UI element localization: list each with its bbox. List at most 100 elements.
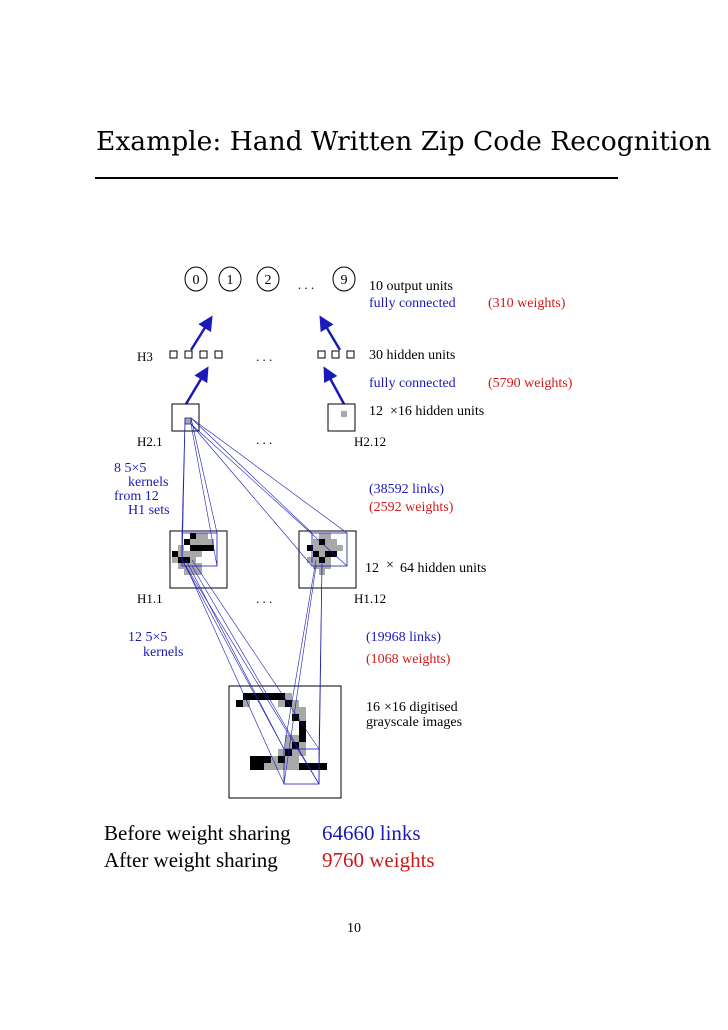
- h2-links: (38592 links): [369, 482, 445, 497]
- link-h112-input: [283, 565, 317, 785]
- pixel: [285, 735, 292, 742]
- output-unit-1-label: 1: [227, 273, 234, 288]
- pixel: [319, 551, 325, 557]
- pixel: [325, 539, 331, 545]
- h3-ellipsis: . . .: [256, 349, 273, 364]
- pixel: [306, 763, 313, 770]
- h3-unit: [169, 350, 178, 359]
- pixel: [243, 693, 250, 700]
- kernel-note-12-line1: 12 5×5: [128, 630, 168, 645]
- arrow-h2-to-h3-left: [184, 366, 209, 405]
- pixel: [313, 545, 319, 551]
- kernel-note-8-line1: 8 5×5: [114, 461, 147, 476]
- pixel: [299, 742, 306, 749]
- output-unit-9: [332, 266, 356, 292]
- pixel: [325, 533, 331, 539]
- pixel: [278, 763, 285, 770]
- link-h1-input: [181, 559, 285, 750]
- pixel: [331, 539, 337, 545]
- pixel: [257, 756, 264, 763]
- link-h1-input: [191, 565, 320, 785]
- pixel: [299, 763, 306, 770]
- h3-unit: [317, 350, 326, 359]
- pixel: [264, 756, 271, 763]
- hidden30-note: 30 hidden units: [369, 348, 456, 363]
- h2-1-cell: [184, 417, 192, 425]
- h1-1-box: [169, 530, 228, 589]
- pixel: [184, 569, 190, 575]
- pixel: [250, 763, 257, 770]
- output-unit-2-label: 2: [265, 273, 272, 288]
- input-a: 16: [366, 700, 380, 715]
- kernel-note-12-line2: kernels: [143, 645, 184, 660]
- pixel: [190, 545, 196, 551]
- output-unit-1: [218, 266, 242, 292]
- page-title: Example: Hand Written Zip Code Recogniti…: [96, 126, 712, 157]
- pixel: [307, 545, 313, 551]
- pixel: [278, 700, 285, 707]
- h3-unit: [214, 350, 223, 359]
- h3-unit: [184, 350, 193, 359]
- pixel: [299, 735, 306, 742]
- pixel: [172, 557, 178, 563]
- h2-1-box: [171, 403, 200, 432]
- fc2-weights: (5790 weights): [488, 376, 573, 391]
- h3-unit: [331, 350, 340, 359]
- pixel: [325, 551, 331, 557]
- h1-12-map: [298, 530, 357, 589]
- arrow-h3-to-output-right: [319, 315, 342, 351]
- h1-1-kernel: [181, 532, 218, 567]
- pixel: [278, 693, 285, 700]
- pixel: [307, 557, 313, 563]
- title-rule: [95, 177, 618, 179]
- pixel: [313, 763, 320, 770]
- pixel: [264, 763, 271, 770]
- output-unit-9-label: 9: [341, 273, 348, 288]
- arrow-h2-to-h3-right: [323, 366, 346, 405]
- pixel: [331, 545, 337, 551]
- pixel: [208, 539, 214, 545]
- link-h1-input: [185, 559, 285, 750]
- pixel: [325, 545, 331, 551]
- pixel: [313, 551, 319, 557]
- h2-units-b: ×16 hidden units: [390, 404, 485, 419]
- after-label: After weight sharing: [104, 848, 278, 872]
- kernel-note-8-line2: kernels: [128, 475, 169, 490]
- h2-ellipsis: . . .: [256, 432, 273, 447]
- pixel: [319, 539, 325, 545]
- after-value: 9760 weights: [322, 848, 435, 872]
- pixel: [202, 533, 208, 539]
- h11-label: H1.1: [137, 591, 163, 606]
- link-h2-h112: [190, 417, 348, 534]
- h3-label: H3: [137, 349, 153, 364]
- pixel: [292, 763, 299, 770]
- pixel: [196, 545, 202, 551]
- link-h2-h112: [190, 417, 313, 534]
- kernel-note-8-line4: H1 sets: [128, 503, 170, 518]
- pixel: [257, 763, 264, 770]
- h2-weights: (2592 weights): [369, 500, 454, 515]
- pixel: [172, 551, 178, 557]
- pixel: [299, 728, 306, 735]
- pixel: [196, 539, 202, 545]
- pixel: [292, 749, 299, 756]
- pixel: [236, 700, 243, 707]
- pixel: [178, 545, 184, 551]
- pixel: [292, 756, 299, 763]
- h2-units-a: 12: [369, 404, 383, 419]
- pixel: [178, 563, 184, 569]
- h21-label: H2.1: [137, 434, 163, 449]
- link-h2-h1: [190, 423, 218, 567]
- pixel: [285, 693, 292, 700]
- pixel: [313, 539, 319, 545]
- h112-label: H1.12: [354, 591, 387, 606]
- pixel: [190, 533, 196, 539]
- pixel: [250, 756, 257, 763]
- h2-12-box: [327, 403, 356, 432]
- pixel: [190, 551, 196, 557]
- h3-unit: [346, 350, 355, 359]
- link-h1-input: [181, 559, 320, 785]
- link-h2-h1: [190, 417, 218, 534]
- output-units-note: 10 output units: [369, 279, 454, 294]
